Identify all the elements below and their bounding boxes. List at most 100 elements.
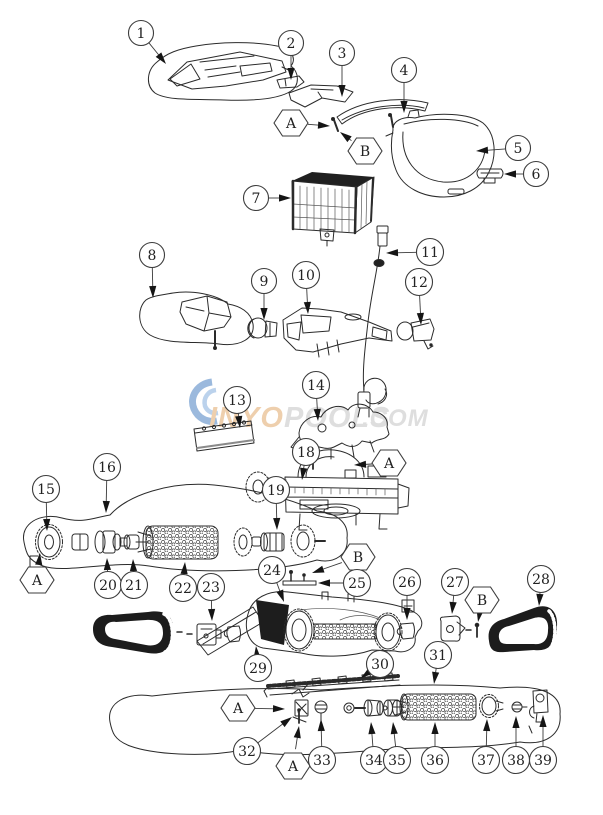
callout-label: 34 <box>365 753 383 769</box>
callout-marker <box>342 568 372 598</box>
callout-label: 38 <box>507 753 525 769</box>
leader-arrow <box>287 68 295 80</box>
callout-25: 25 <box>318 568 372 598</box>
callout-label: 19 <box>267 483 285 499</box>
callout-label: B <box>477 593 487 609</box>
callout-3: 3 <box>328 39 356 97</box>
callout-marker <box>232 736 262 766</box>
part-27-side-plate-drawing <box>439 615 480 642</box>
callout-label: 30 <box>371 657 389 673</box>
leader-arrow <box>312 565 325 573</box>
callout-27: 27 <box>440 567 470 614</box>
callout-label: 35 <box>388 753 406 769</box>
part-26-cup-drawing <box>396 622 415 640</box>
callout-label: 27 <box>446 575 464 591</box>
callout-label: 15 <box>37 482 55 498</box>
callout-label: 21 <box>125 578 143 594</box>
callout-label: A <box>383 456 395 472</box>
callout-marker <box>291 437 321 467</box>
callout-label: 14 <box>307 378 325 394</box>
callout-31: 31 <box>423 640 453 684</box>
callout-marker <box>261 475 291 505</box>
leader-arrow <box>512 716 520 728</box>
part-10-handle-body-drawing <box>282 307 393 358</box>
callout-label: 24 <box>263 563 281 579</box>
leader-arrow <box>386 249 399 257</box>
callout-label: A <box>287 759 299 775</box>
callout-marker <box>464 586 500 614</box>
leader-arrow <box>449 601 457 614</box>
callout-32: 32 <box>232 717 292 766</box>
leader-arrow <box>303 301 311 314</box>
leader-arrow <box>539 715 547 727</box>
leader-arrow <box>432 671 440 684</box>
callout-label: 25 <box>348 576 366 592</box>
callout-marker <box>168 573 198 603</box>
leader-arrow <box>416 312 424 325</box>
callout-marker <box>257 555 287 585</box>
callout-b-mid: B <box>312 543 376 573</box>
callout-29: 29 <box>243 646 273 683</box>
callout-14: 14 <box>301 370 331 421</box>
callout-23: 23 <box>196 572 226 621</box>
callout-marker <box>220 694 256 722</box>
callout-16: 16 <box>92 452 122 513</box>
callout-10: 10 <box>291 260 321 314</box>
part-24-chassis-body-drawing <box>196 570 423 657</box>
callout-label: 39 <box>534 753 552 769</box>
callout-marker <box>371 449 407 477</box>
callout-label: 31 <box>429 648 447 664</box>
callout-39: 39 <box>528 715 558 775</box>
leader-arrow <box>235 415 243 428</box>
leader-arrow <box>504 170 516 178</box>
callout-7: 7 <box>242 184 291 212</box>
callout-label: 12 <box>410 275 428 291</box>
callout-b-right: B <box>464 586 500 622</box>
callout-4: 4 <box>390 56 418 113</box>
leader-arrow <box>103 558 111 571</box>
leader-arrow <box>318 579 330 587</box>
callout-marker <box>423 640 453 670</box>
callout-22: 22 <box>168 562 198 603</box>
callout-label: 4 <box>400 63 409 79</box>
callout-marker <box>340 543 376 571</box>
callout-marker <box>504 134 532 162</box>
part-9-knob-drawing <box>247 317 278 339</box>
screw-fasteners-top-drawing <box>331 113 394 132</box>
leader-arrow <box>313 408 321 421</box>
callout-label: 1 <box>137 26 146 42</box>
callout-label: 32 <box>238 744 256 760</box>
callout-marker <box>301 370 331 400</box>
callout-marker <box>242 184 270 212</box>
part-1-top-cover-drawing <box>148 42 298 101</box>
callout-35: 35 <box>382 722 412 775</box>
callout-36: 36 <box>420 722 450 775</box>
callout-marker <box>127 19 155 47</box>
callout-15: 15 <box>31 474 61 531</box>
callout-28: 28 <box>526 564 556 606</box>
leader-arrow <box>354 460 367 468</box>
callout-a-mid: A <box>354 449 407 477</box>
part-8-drive-motor-drawing <box>139 291 254 350</box>
callout-8: 8 <box>138 241 166 298</box>
callout-1: 1 <box>127 19 166 64</box>
callout-marker <box>528 745 558 775</box>
callout-marker <box>250 267 278 295</box>
leader-arrow <box>273 517 281 530</box>
callout-label: 36 <box>426 753 444 769</box>
leader-arrow <box>431 722 439 734</box>
part-7-filter-basket-drawing <box>291 172 375 247</box>
callout-label: 20 <box>99 578 117 594</box>
leader-arrow <box>149 285 157 298</box>
part-5-body-shell-drawing <box>385 109 495 198</box>
leader-arrow <box>276 589 284 602</box>
leader-arrow <box>536 593 544 606</box>
leader-arrow <box>102 500 110 513</box>
callout-label: 5 <box>514 141 523 157</box>
callout-label: A <box>285 116 297 132</box>
callout-label: 33 <box>313 753 331 769</box>
watermark-text-com: .COM <box>362 405 429 432</box>
leader-arrow <box>43 518 51 531</box>
